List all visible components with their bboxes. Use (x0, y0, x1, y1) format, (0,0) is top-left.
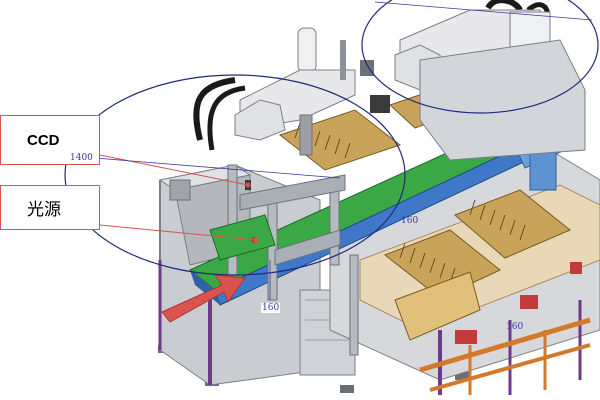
workcell-ellipse-left (64, 74, 406, 276)
dimension-160-front: 160 (261, 303, 281, 313)
dimension-160-conveyor: 160 (401, 216, 419, 226)
dimension-lines (94, 1, 593, 300)
feed-direction-arrow (161, 274, 246, 323)
light-source-label: 光源 (0, 185, 100, 230)
dimension-160-right: 160 (506, 322, 524, 332)
leader-lines (99, 154, 259, 243)
left-scara-robot (193, 27, 356, 156)
right-scara-robot (360, 0, 586, 161)
dimension-1400: 1400 (69, 153, 94, 163)
workcell-ellipse-right (361, 0, 599, 114)
